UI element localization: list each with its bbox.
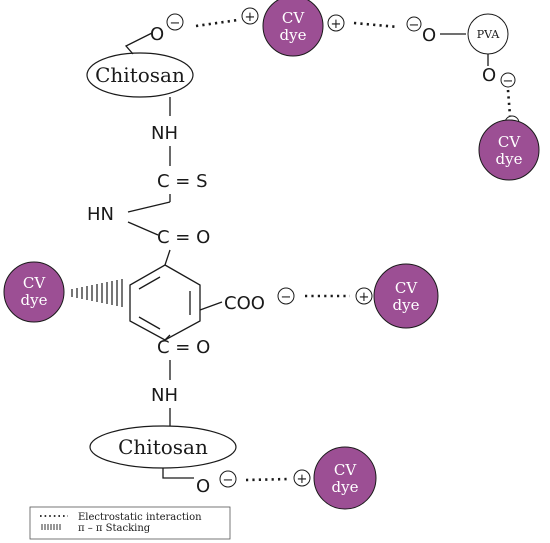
- negative-charge-sign: −: [223, 473, 234, 488]
- carboxylate-group: COO: [224, 293, 265, 314]
- cv-dye-bottom-line2: dye: [332, 478, 359, 496]
- carbonyl-top: C = O: [157, 227, 210, 248]
- bond-hn-co: [127, 221, 159, 236]
- cv-dye-pva-line2: dye: [496, 150, 523, 168]
- electrostatic-link-top-2: [353, 21, 399, 29]
- legend-stacking-swatch: [41, 524, 61, 530]
- negative-charge-sign: −: [170, 16, 181, 31]
- bond-ring-co: [164, 334, 171, 341]
- bond-cs-hn-diag: [127, 201, 171, 213]
- chitosan-ellipse-top: [86, 52, 194, 98]
- legend-electrostatic-label: Electrostatic interaction: [78, 512, 202, 523]
- negative-charge-circle: [406, 16, 422, 32]
- cv-dye-right-line1: CV: [395, 279, 418, 297]
- positive-charge-sign: +: [245, 10, 256, 25]
- cv-dye-left-line1: CV: [23, 274, 46, 292]
- cv-dye-right: [373, 263, 439, 329]
- oxygen-pva-bottom: O: [482, 65, 496, 86]
- positive-charge-circle: [241, 7, 259, 25]
- nh-bottom: NH: [151, 385, 178, 406]
- hn-group: HN: [87, 204, 114, 225]
- cv-dye-top-line1: CV: [282, 9, 305, 27]
- positive-charge-circle: [293, 469, 311, 487]
- positive-charge-circle: [355, 287, 373, 305]
- pva-label: PVA: [477, 28, 501, 41]
- cv-dye-bottom: [313, 446, 377, 510]
- positive-charge-circle: [327, 14, 345, 32]
- negative-charge-sign: −: [281, 290, 292, 305]
- cv-dye-left: [3, 261, 65, 323]
- negative-charge-sign: −: [409, 18, 420, 33]
- positive-charge-sign: +: [297, 472, 308, 487]
- cv-dye-top-line2: dye: [280, 26, 307, 44]
- oxygen-bottom: O: [196, 476, 210, 497]
- cv-dye-left-line2: dye: [21, 291, 48, 309]
- bond-chitosan-o-top: [124, 32, 153, 55]
- nh-top: NH: [151, 123, 178, 144]
- negative-charge-circle: [219, 470, 237, 488]
- legend-stacking-label: π – π Stacking: [78, 523, 151, 534]
- oxygen-pva-left: O: [422, 25, 436, 46]
- benzene-inner-bond-2: [138, 316, 161, 330]
- thiocarbonyl-group: C = S: [157, 171, 208, 192]
- positive-charge-sign: +: [359, 290, 370, 305]
- negative-charge-sign: −: [503, 74, 514, 89]
- oxygen-top-left: O: [150, 24, 164, 45]
- bond-co-ring: [164, 249, 171, 266]
- negative-charge-circle: [277, 287, 295, 305]
- cv-dye-top: [262, 0, 324, 57]
- negative-charge-circle: [500, 72, 516, 88]
- cv-dye-right-line2: dye: [393, 296, 420, 314]
- carbonyl-bottom: C = O: [157, 337, 210, 358]
- electrostatic-link-top-1: [195, 18, 239, 28]
- negative-charge-circle: [166, 13, 184, 31]
- cv-dye-pva: [478, 119, 540, 181]
- bond-chitosan-o-bottom: [162, 468, 194, 479]
- cv-dye-pva-line1: CV: [498, 133, 521, 151]
- chitosan-label-top: Chitosan: [95, 63, 185, 87]
- cv-dye-bottom-line1: CV: [334, 461, 357, 479]
- legend-box: [29, 506, 231, 540]
- positive-charge-sign: +: [331, 17, 342, 32]
- bond-ring-coo: [199, 301, 223, 311]
- chitosan-label-bottom: Chitosan: [118, 435, 208, 459]
- pi-stacking-hashes: [71, 279, 123, 307]
- electrostatic-link-bottom: [245, 477, 291, 482]
- benzene-inner-bond-3: [138, 276, 161, 290]
- electrostatic-link-pva: [506, 89, 512, 117]
